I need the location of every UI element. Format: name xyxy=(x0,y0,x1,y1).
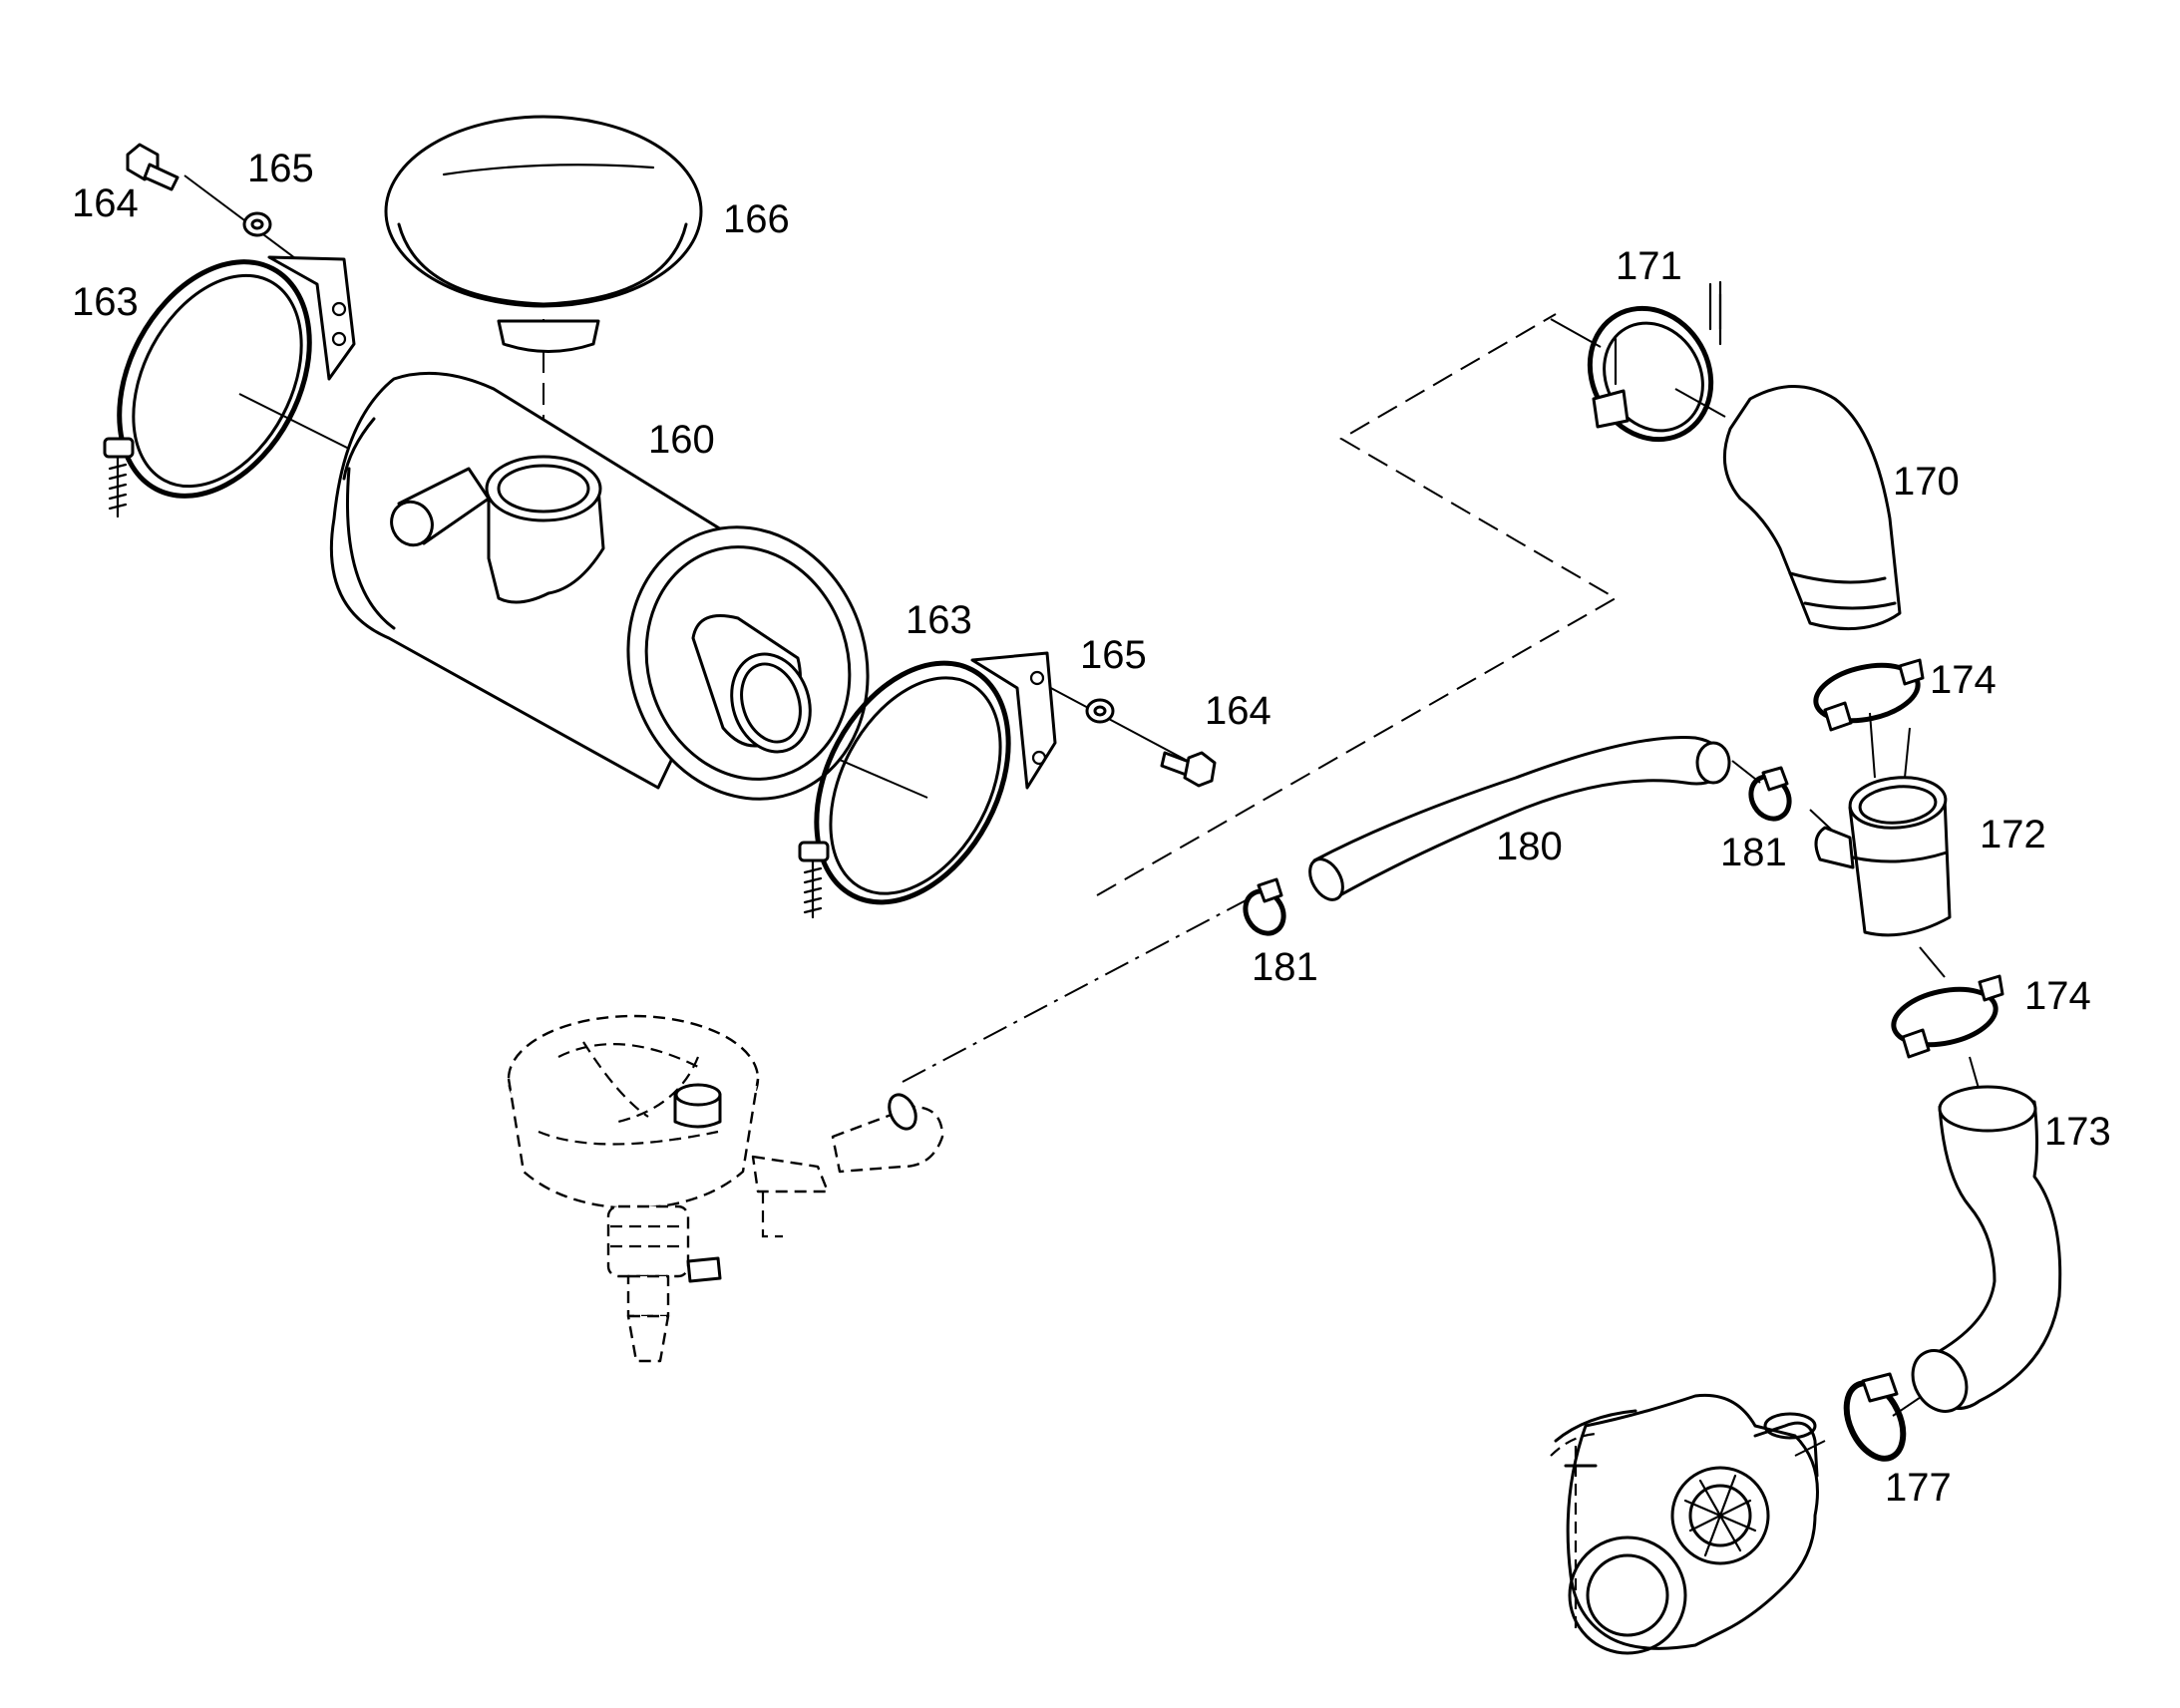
callout-165-top: 165 xyxy=(247,147,314,190)
callout-180: 180 xyxy=(1496,825,1563,868)
clamp-174-upper xyxy=(1813,658,1925,732)
pre-cleaner-ghost xyxy=(507,1014,944,1363)
callout-174-upper: 174 xyxy=(1930,658,1997,702)
callout-labels: 164 165 166 163 160 163 165 164 171 170 … xyxy=(72,147,2111,1510)
hose-clamp-181-left xyxy=(1243,877,1286,936)
elbow-hose-170 xyxy=(1722,385,1902,631)
callout-181-left: 181 xyxy=(1252,945,1318,989)
callout-163-right: 163 xyxy=(906,598,972,642)
callout-173: 173 xyxy=(2044,1110,2111,1154)
clamp-174-lower xyxy=(1891,974,2004,1059)
clamp-171 xyxy=(1587,280,1722,443)
callout-177: 177 xyxy=(1885,1466,1952,1510)
callout-160: 160 xyxy=(648,418,715,462)
callout-165-right: 165 xyxy=(1080,633,1147,677)
hose-clamp-181-right xyxy=(1748,766,1792,822)
callout-164-top: 164 xyxy=(72,181,139,225)
bolt-164-top xyxy=(126,143,180,191)
washer-165-right xyxy=(1085,698,1115,724)
band-clamp-163-right xyxy=(798,651,1057,919)
callout-164-right: 164 xyxy=(1205,689,1272,733)
hose-connector-172 xyxy=(1814,776,1952,937)
turbocharger-ghost xyxy=(1550,1393,1819,1655)
callout-172: 172 xyxy=(1980,813,2046,856)
band-clamp-163-left xyxy=(103,255,356,518)
callout-166: 166 xyxy=(723,197,790,241)
bent-hose-173 xyxy=(1911,1085,2062,1413)
filter-cover-166 xyxy=(384,115,703,353)
callout-170: 170 xyxy=(1893,460,1960,504)
hose-180 xyxy=(1308,736,1731,901)
callout-163-left: 163 xyxy=(72,280,139,324)
washer-165-top xyxy=(242,211,272,237)
clamp-177 xyxy=(1843,1372,1907,1462)
air-filter-housing-160 xyxy=(329,371,870,801)
callout-171: 171 xyxy=(1616,244,1682,288)
bolt-164-right xyxy=(1160,751,1217,788)
callout-174-lower: 174 xyxy=(2024,974,2091,1018)
callout-181-right: 181 xyxy=(1720,831,1787,874)
